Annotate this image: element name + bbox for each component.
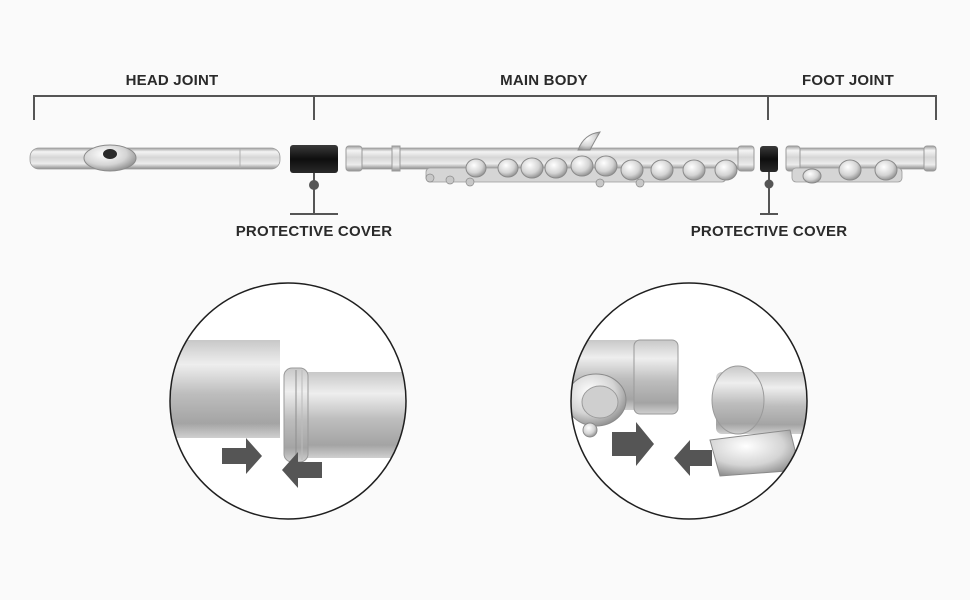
- head-joint-label: HEAD JOINT: [125, 72, 219, 89]
- main-body-keys: [465, 155, 738, 181]
- insert-arrows-icon: [612, 422, 712, 476]
- arrow-right-icon: [612, 422, 654, 466]
- protective-cover-left: [290, 145, 338, 215]
- foot-joint-bracket: [768, 95, 937, 120]
- foot-joint-label: FOOT JOINT: [802, 72, 894, 89]
- protective-cover-left-label: PROTECTIVE COVER: [235, 223, 393, 240]
- zoom-detail-head-to-body: [169, 282, 407, 520]
- arrow-left-icon: [674, 440, 712, 476]
- arrow-left-icon: [282, 452, 322, 488]
- main-body-bracket: [314, 95, 769, 120]
- section-brackets: [33, 95, 937, 120]
- head-joint-bracket: [33, 95, 315, 120]
- zoom-detail-body-to-foot: [570, 282, 808, 520]
- insert-arrows-icon: [222, 438, 322, 488]
- protective-cover-right: [760, 146, 778, 215]
- head-joint: [29, 144, 281, 172]
- protective-cover-right-label: PROTECTIVE COVER: [690, 223, 848, 240]
- main-body: [345, 131, 755, 188]
- foot-joint: [785, 145, 937, 184]
- main-body-label: MAIN BODY: [500, 72, 588, 89]
- arrow-right-icon: [222, 438, 262, 474]
